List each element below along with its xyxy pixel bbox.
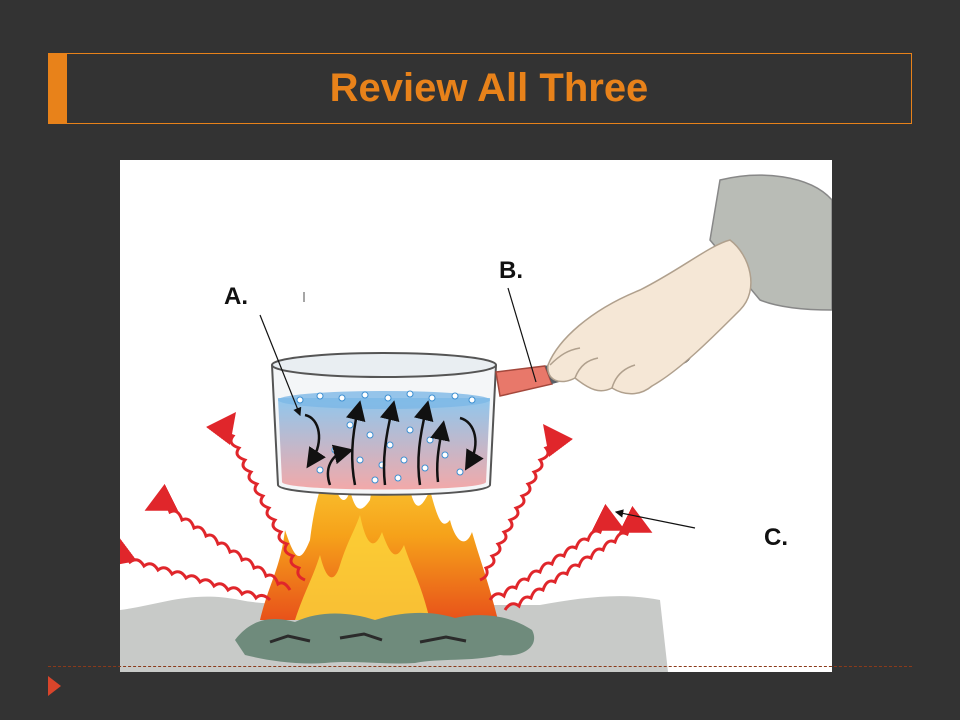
radiation-waves [120, 411, 653, 611]
pointer-c [614, 509, 696, 529]
hand [547, 174, 832, 395]
pointer-a [259, 314, 302, 417]
title-box: Review All Three [48, 53, 912, 124]
footer-bullet-icon [48, 676, 61, 696]
label-c: C. [764, 524, 788, 551]
title-accent-bar [49, 54, 67, 123]
coals [235, 612, 535, 664]
heat-transfer-diagram: A. B. C. [120, 160, 832, 672]
footer-divider [48, 666, 912, 667]
diagram-svg: A. B. C. [120, 174, 832, 672]
slide-title: Review All Three [329, 66, 649, 110]
label-b: B. [499, 257, 523, 284]
label-a: A. [224, 283, 248, 310]
pointer-b [507, 287, 537, 383]
